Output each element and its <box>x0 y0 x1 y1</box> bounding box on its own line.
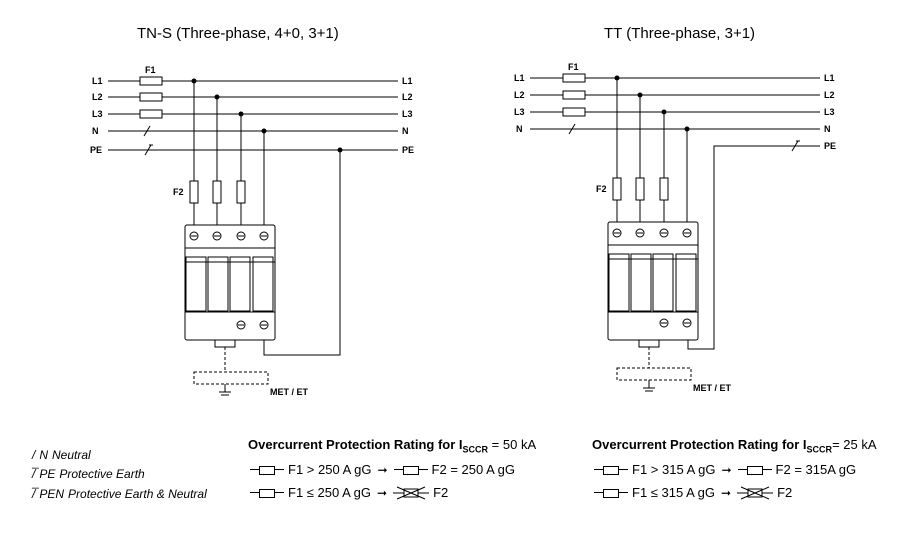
legend-text-pen: Protective Earth & Neutral <box>68 487 207 501</box>
left-label-l1-right: L1 <box>402 76 413 86</box>
rating-left-rule1: F1 > 250 A gG ➞ F2 = 250 A gG <box>250 462 515 477</box>
right-diagram <box>530 73 820 392</box>
left-diagram-title: TN-S (Three-phase, 4+0, 3+1) <box>137 25 339 42</box>
rating-right-rule1-text: F1 > 315 A gG <box>632 462 716 477</box>
rating-right-title: Overcurrent Protection Rating for ISCCR=… <box>592 437 877 455</box>
left-label-met: MET / ET <box>270 387 309 397</box>
left-label-l2: L2 <box>92 92 103 102</box>
right-label-f1: F1 <box>568 62 579 72</box>
pen-slash-icon: /̅ <box>32 487 36 501</box>
left-label-f2: F2 <box>173 187 184 197</box>
right-label-l2: L2 <box>514 90 525 100</box>
wiring-diagrams: L1 L2 L3 N PE L1 L2 L3 N PE F1 F2 MET / … <box>90 62 836 397</box>
rating-left-title: Overcurrent Protection Rating for ISCCR … <box>248 437 536 455</box>
pe-slash-icon: /̅ <box>32 467 36 481</box>
rating-right-rule2: F1 ≤ 315 A gG ➞ F2 <box>594 485 792 500</box>
crossed-fuse-icon <box>737 486 774 499</box>
rating-left-title-text: Overcurrent Protection Rating for I <box>248 437 463 452</box>
right-diagram-labels: L1 L2 L3 N L1 L2 L3 N PE F1 F2 MET / ET <box>514 62 836 393</box>
fuse-icon <box>393 464 428 476</box>
left-label-l3-right: L3 <box>402 109 413 119</box>
legend-abbr-pe: PE <box>39 467 56 481</box>
rating-right-title-text: Overcurrent Protection Rating for I <box>592 437 807 452</box>
legend-text-neutral: Neutral <box>52 448 91 462</box>
fuse-icon <box>594 464 628 476</box>
right-label-l1: L1 <box>514 73 525 83</box>
right-diagram-title: TT (Three-phase, 3+1) <box>604 25 756 42</box>
legend-abbr-n: N <box>39 448 49 462</box>
left-label-l1: L1 <box>92 76 103 86</box>
rating-right-value: = 25 kA <box>832 437 877 452</box>
left-label-l2-right: L2 <box>402 92 413 102</box>
left-label-pe-right: PE <box>402 145 414 155</box>
arrow-icon: ➞ <box>377 462 388 477</box>
fuse-icon <box>737 464 772 476</box>
fuse-icon <box>250 464 284 476</box>
right-label-n-right: N <box>824 124 831 134</box>
rating-right-sub: SCCR <box>806 444 833 455</box>
rating-right-rule1-result: F2 = 315A gG <box>775 462 857 477</box>
legend-abbr-pen: PEN <box>39 487 65 501</box>
left-label-pe: PE <box>90 145 102 155</box>
rating-left-rule1-text: F1 > 250 A gG <box>288 462 372 477</box>
arrow-icon: ➞ <box>721 485 732 500</box>
right-label-pe-right: PE <box>824 141 836 151</box>
rating-left-rule2-text: F1 ≤ 250 A gG <box>288 485 372 500</box>
crossed-fuse-icon <box>393 486 430 499</box>
rating-left-sub: SCCR <box>462 444 489 455</box>
left-diagram-labels: L1 L2 L3 N PE L1 L2 L3 N PE F1 F2 MET / … <box>90 65 414 397</box>
fuse-icon <box>250 487 284 499</box>
right-label-l2-right: L2 <box>824 90 835 100</box>
right-label-l3-right: L3 <box>824 107 835 117</box>
left-label-f1: F1 <box>145 65 156 75</box>
arrow-icon: ➞ <box>721 462 732 477</box>
rating-left-rule2-result: F2 <box>433 485 449 500</box>
rating-right-rule1: F1 > 315 A gG ➞ F2 = 315A gG <box>594 462 856 477</box>
fuse-icon <box>594 487 628 499</box>
left-label-n: N <box>92 126 99 136</box>
left-label-l3: L3 <box>92 109 103 119</box>
rating-right-rule2-result: F2 <box>777 485 793 500</box>
legend-text-pe: Protective Earth <box>59 467 145 481</box>
left-label-n-right: N <box>402 126 409 136</box>
rating-left-rule1-result: F2 = 250 A gG <box>431 462 516 477</box>
right-label-f2: F2 <box>596 184 607 194</box>
right-label-l1-right: L1 <box>824 73 835 83</box>
right-label-met: MET / ET <box>693 383 732 393</box>
neutral-slash-icon: / <box>32 448 36 462</box>
rating-left-value: = 50 kA <box>488 437 537 452</box>
arrow-icon: ➞ <box>377 485 388 500</box>
rating-right-rule2-text: F1 ≤ 315 A gG <box>632 485 716 500</box>
right-label-l3: L3 <box>514 107 525 117</box>
left-diagram <box>108 76 398 396</box>
rating-left-rule2: F1 ≤ 250 A gG ➞ F2 <box>250 485 448 500</box>
right-label-n: N <box>516 124 523 134</box>
